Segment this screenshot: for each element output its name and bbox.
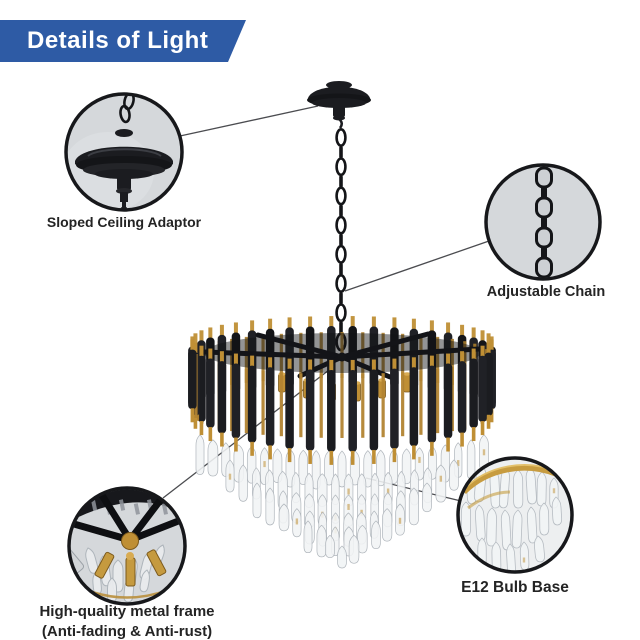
label-e12-bulb-base: E12 Bulb Base bbox=[461, 579, 569, 596]
label-metal-frame: High-quality metal frame (Anti-fading & … bbox=[39, 603, 215, 640]
callout-chain bbox=[487, 166, 599, 278]
title-ribbon: Details of Light bbox=[0, 20, 246, 62]
label-adjustable-chain: Adjustable Chain bbox=[486, 284, 606, 300]
callout-bulb bbox=[459, 459, 571, 571]
ribbon-title: Details of Light bbox=[27, 27, 209, 54]
label-sloped-ceiling-adaptor: Sloped Ceiling Adaptor bbox=[46, 214, 202, 230]
callout-adaptor bbox=[67, 95, 181, 209]
